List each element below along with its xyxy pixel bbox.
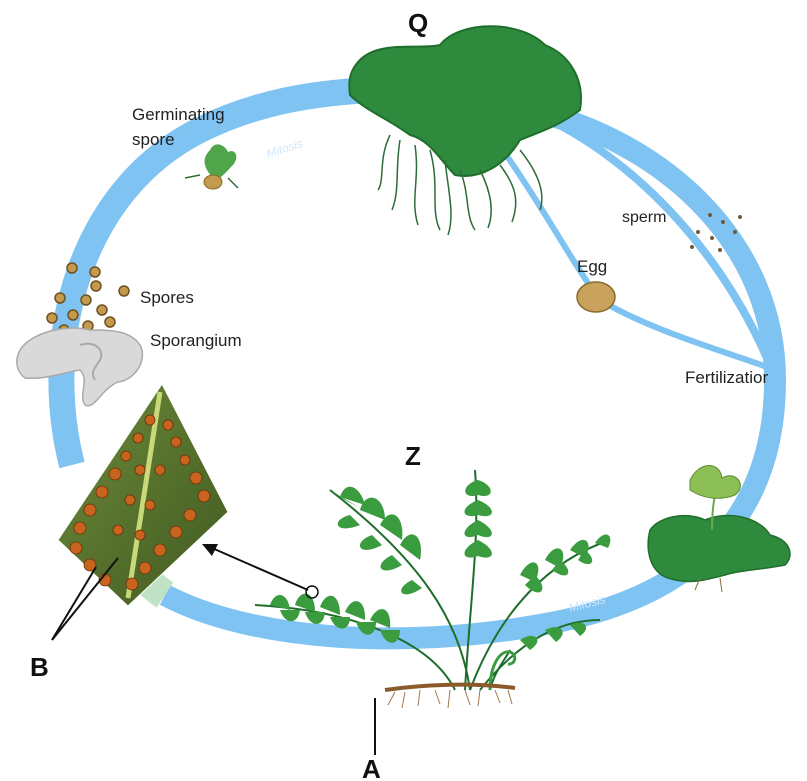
label-a: A [362, 754, 381, 781]
label-b: B [30, 652, 49, 682]
leaf-to-inset-arrow [202, 544, 318, 598]
fern-sporophyte-z [255, 470, 610, 690]
b-pointer-lines [52, 558, 118, 640]
mitosis-top-label: Mitosis [265, 136, 305, 161]
rhizome-roots [385, 685, 515, 708]
label-q: Q [408, 8, 428, 38]
sori-closeup [58, 384, 228, 606]
label-spores: Spores [140, 288, 194, 307]
label-egg: Egg [577, 257, 607, 276]
label-z: Z [405, 441, 421, 471]
germinating-spore [185, 144, 238, 189]
label-sporangium: Sporangium [150, 331, 242, 350]
young-sporophyte [648, 466, 790, 593]
label-fertilization: Fertilizatior [685, 368, 768, 387]
label-germinating-line2: spore [132, 130, 175, 149]
label-sperm: sperm [622, 209, 666, 226]
sporangium [17, 328, 143, 406]
label-germinating-line1: Germinating [132, 105, 225, 124]
egg [577, 282, 615, 312]
gametophyte-q [349, 26, 581, 235]
